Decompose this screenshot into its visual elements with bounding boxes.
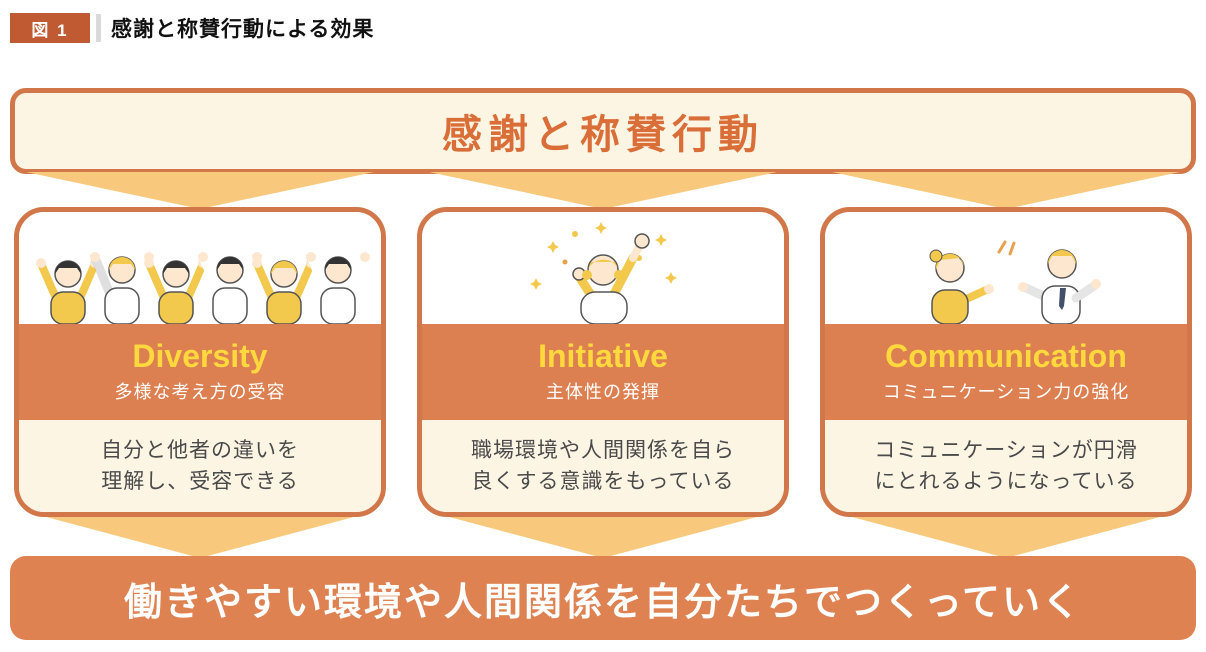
description-line: 良くする意識をもっている <box>471 470 735 493</box>
description-line: 理解し、受容できる <box>101 470 299 493</box>
description-line: コミュニケーションが円滑 <box>874 438 1138 462</box>
figure-title: 感謝と称賛行動による効果 <box>111 18 375 41</box>
card-description-initiative: 職場環境や人間関係を自ら 良くする意識をもっている <box>422 420 784 512</box>
card-description-communication: コミュニケーションが円滑 にとれるようになっている <box>825 420 1187 512</box>
description-line: にとれるようになっている <box>874 470 1138 493</box>
down-arrow-icon <box>429 172 777 209</box>
communication-illustration-svg <box>929 240 1101 324</box>
diversity-illustration-svg <box>36 252 370 324</box>
down-arrow-icon <box>832 172 1180 209</box>
card-title-diversity: Diversity <box>132 337 268 374</box>
card-diversity: Diversity 多様な考え方の受容 自分と他者の違いを 理解し、受容できる <box>14 207 386 517</box>
card-subtitle-diversity: 多様な考え方の受容 <box>114 382 286 403</box>
two-people-talking-icon <box>825 212 1187 324</box>
down-arrow-icon <box>35 514 365 558</box>
card-subtitle-initiative: 主体性の発揮 <box>546 382 660 403</box>
card-communication: Communication コミュニケーション力の強化 コミュニケーションが円滑… <box>820 207 1192 517</box>
people-cheering-group-icon <box>19 212 381 324</box>
woman-fist-raised-icon <box>422 212 784 324</box>
description-line: 職場環境や人間関係を自ら <box>471 438 735 462</box>
card-description-diversity: 自分と他者の違いを 理解し、受容できる <box>19 420 381 512</box>
down-arrow-icon <box>841 514 1171 558</box>
description-line: 自分と他者の違いを <box>101 438 299 462</box>
card-band-initiative: Initiative 主体性の発揮 <box>422 324 784 420</box>
down-arrow-icon <box>438 514 768 558</box>
figure-header: 図 1 感謝と称賛行動による効果 <box>10 12 374 44</box>
card-title-communication: Communication <box>885 337 1127 374</box>
top-banner-text: 感謝と称賛行動 <box>442 113 764 157</box>
card-band-communication: Communication コミュニケーション力の強化 <box>825 324 1187 420</box>
card-initiative: Initiative 主体性の発揮 職場環境や人間関係を自ら 良くする意識をもっ… <box>417 207 789 517</box>
card-title-initiative: Initiative <box>538 337 668 374</box>
bottom-banner: 働きやすい環境や人間関係を自分たちでつくっていく <box>10 556 1196 640</box>
card-subtitle-communication: コミュニケーション力の強化 <box>882 382 1130 403</box>
bottom-banner-text: 働きやすい環境や人間関係を自分たちでつくっていく <box>123 581 1083 624</box>
header-divider <box>96 14 101 42</box>
down-arrow-icon <box>26 172 374 209</box>
card-band-diversity: Diversity 多様な考え方の受容 <box>19 324 381 420</box>
figure-number-badge: 図 1 <box>10 13 90 43</box>
top-banner: 感謝と称賛行動 <box>10 88 1196 174</box>
initiative-illustration-svg <box>530 222 677 324</box>
